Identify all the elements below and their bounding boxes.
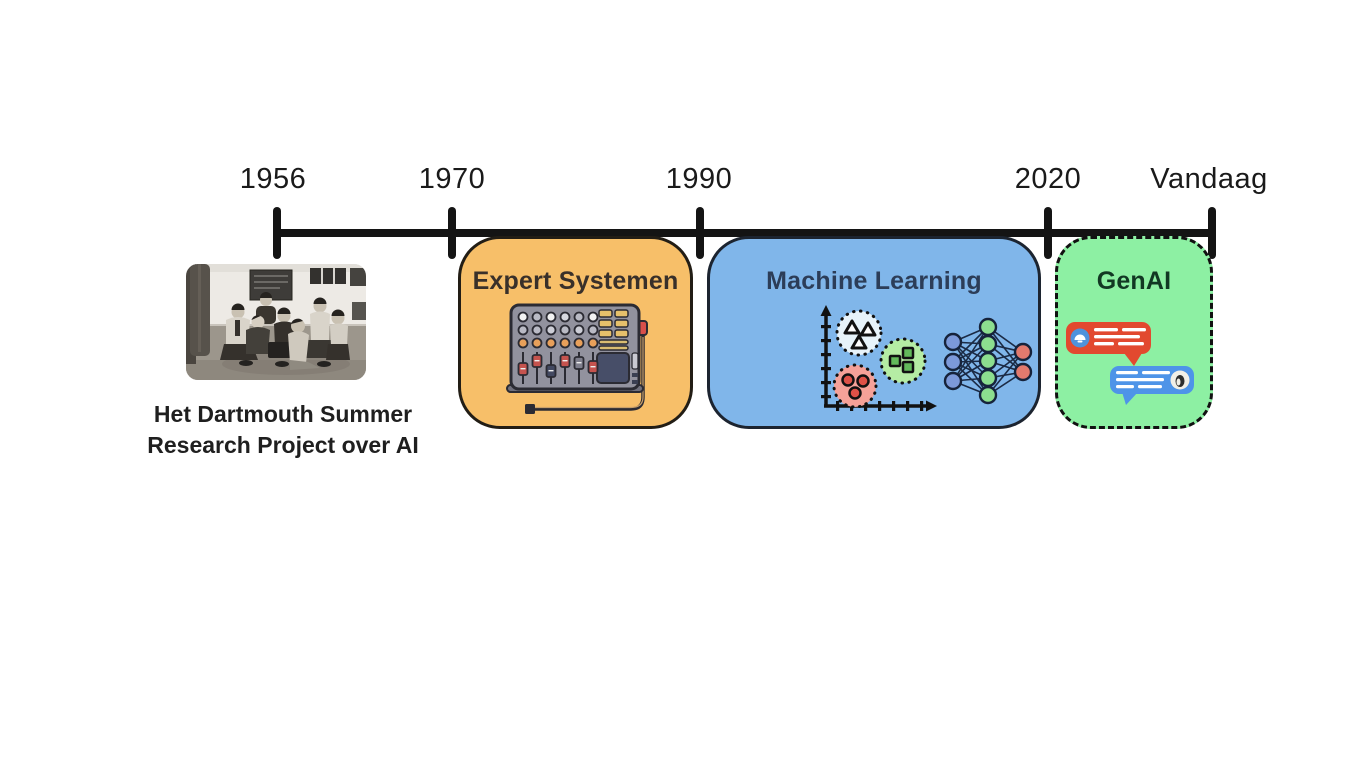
dartmouth-caption-line2: Research Project over AI <box>147 432 419 459</box>
dartmouth-photo-illustration <box>186 264 366 380</box>
dartmouth-group-photo <box>186 264 366 380</box>
dartmouth-caption-line1: Het Dartmouth Summer <box>153 401 413 427</box>
year-label-1970: 1970 <box>418 163 486 195</box>
timeline-tick-1970 <box>448 207 456 259</box>
dartmouth-caption: Het Dartmouth Summer Research Project ov… <box>123 399 443 461</box>
timeline-tick-1990 <box>696 207 704 259</box>
group-of-researchers <box>220 292 350 370</box>
year-label-1956: 1956 <box>239 163 307 195</box>
neural-network-illustration <box>943 317 1033 405</box>
timeline-tick-2020 <box>1044 207 1052 259</box>
machine-learning-title: Machine Learning <box>766 267 982 295</box>
year-label-vandaag: Vandaag <box>1150 163 1268 195</box>
expert-systems-title: Expert Systemen <box>472 267 679 295</box>
timeline-tick-vandaag <box>1208 207 1216 259</box>
era-box-genai: GenAI <box>1055 236 1213 429</box>
year-label-1990: 1990 <box>665 163 733 195</box>
control-console-illustration <box>506 303 648 414</box>
timeline-tick-1956 <box>273 207 281 259</box>
genai-title: GenAI <box>1096 267 1172 295</box>
clustering-scatter-illustration <box>820 305 937 412</box>
era-box-expert-systems: Expert Systemen <box>458 236 693 429</box>
era-box-machine-learning: Machine Learning <box>707 236 1041 429</box>
chat-bubble-blue <box>1110 366 1194 405</box>
chat-bubbles-illustration <box>1066 322 1194 405</box>
chat-bubble-red <box>1066 322 1151 366</box>
year-label-2020: 2020 <box>1014 163 1082 195</box>
timeline-axis <box>277 229 1213 237</box>
